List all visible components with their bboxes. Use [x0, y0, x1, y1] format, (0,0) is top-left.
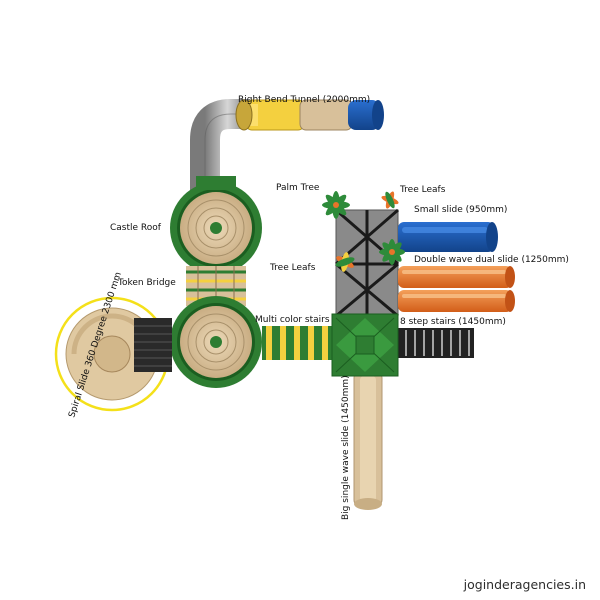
label-step-stairs: 8 step stairs (1450mm): [400, 317, 506, 327]
tree-leafs-top: [381, 191, 399, 209]
label-double-wave-slide: Double wave dual slide (1250mm): [414, 255, 569, 265]
label-palm-tree: Palm Tree: [276, 183, 320, 193]
palm-tree: [322, 191, 350, 219]
label-castle-roof: Castle Roof: [110, 223, 162, 233]
castle-tower-upper: [170, 176, 262, 274]
big-wave-slide: [353, 371, 383, 510]
multi-color-stairs: [262, 326, 336, 360]
label-big-wave-slide: Big single wave slide (1450mm): [341, 375, 351, 520]
eight-step-stairs: [398, 328, 474, 358]
small-slide: [398, 222, 498, 252]
spiral-slide: [54, 296, 172, 412]
label-right-bend-tunnel: Right Bend Tunnel (2000mm): [238, 95, 370, 105]
label-tree-leafs-left: Tree Leafs: [269, 263, 316, 273]
tree-leafs-left: [335, 239, 405, 272]
label-tree-leafs-top: Tree Leafs: [399, 185, 446, 195]
watermark: joginderagencies.in: [463, 577, 586, 592]
label-token-bridge: Token Bridge: [117, 278, 176, 288]
label-small-slide: Small slide (950mm): [414, 205, 507, 215]
double-wave-slide: [398, 266, 515, 312]
green-roof-platform: [331, 313, 399, 377]
right-bend-tunnel: [190, 99, 384, 190]
label-multi-color-stairs: Multi color stairs: [255, 315, 330, 325]
castle-tower-lower: [170, 296, 262, 388]
